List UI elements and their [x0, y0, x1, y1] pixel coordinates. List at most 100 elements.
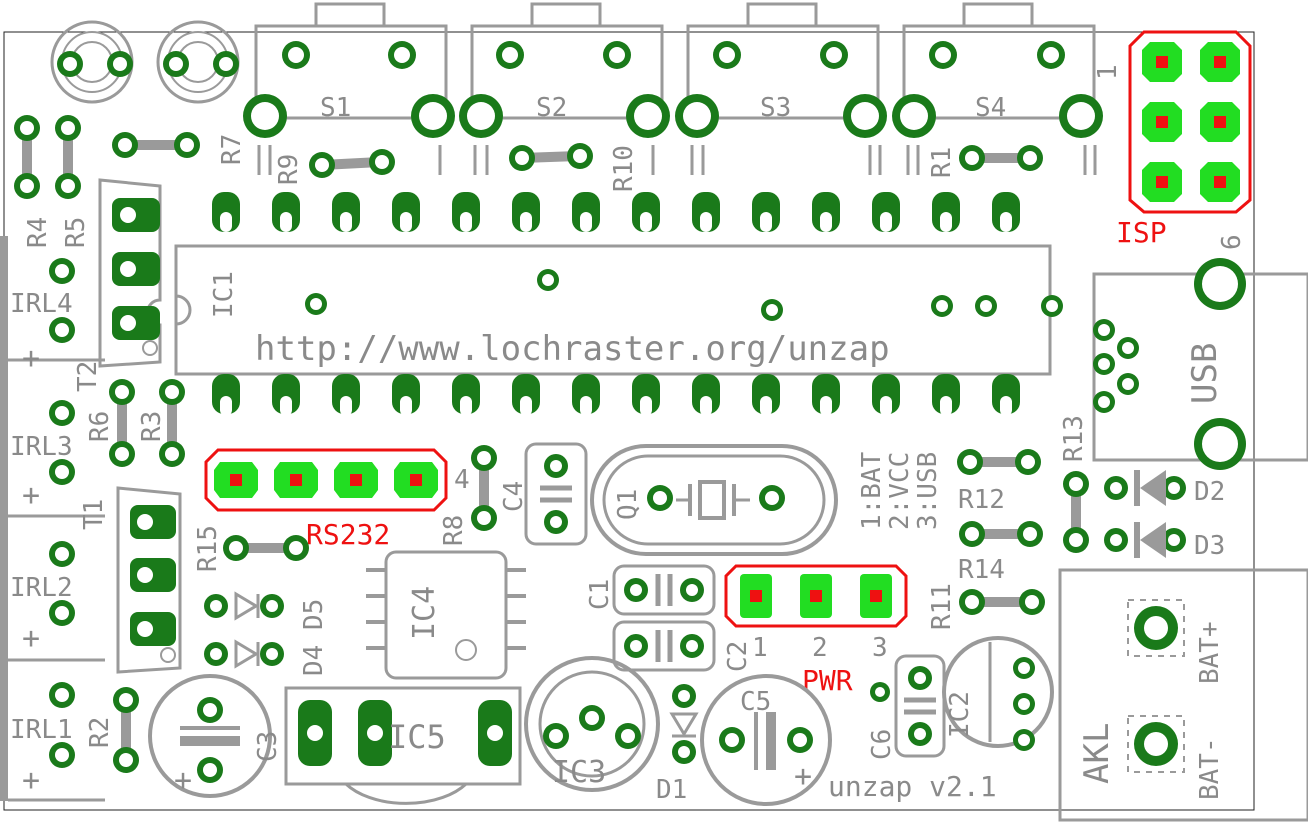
- svg-text:IRL4: IRL4: [10, 289, 73, 319]
- capacitor-c5: C5 +: [700, 674, 832, 806]
- svg-text:IC2: IC2: [945, 691, 975, 738]
- svg-text:D5: D5: [299, 599, 329, 630]
- resistor-r3: R3: [137, 379, 185, 467]
- svg-text:R2: R2: [85, 717, 115, 748]
- pwr-header: 1 2 3 PWR: [724, 564, 908, 697]
- svg-text:1:BAT: 1:BAT: [857, 451, 887, 530]
- svg-text:R10: R10: [609, 145, 639, 192]
- ic1-pin: [932, 374, 960, 416]
- svg-text:3:USB: 3:USB: [913, 452, 943, 530]
- rs232-pin: [274, 462, 318, 498]
- s2-label: S2: [536, 93, 567, 123]
- svg-text:D1: D1: [656, 775, 687, 805]
- svg-text:IRL2: IRL2: [10, 573, 73, 603]
- ic1: IC1 http://www.lochraster.org/unzap: [174, 192, 1063, 416]
- switch-s3: S3: [675, 2, 887, 138]
- svg-text:+: +: [22, 478, 40, 513]
- svg-text:C3: C3: [253, 731, 283, 762]
- diode-d5: D5: [204, 591, 329, 630]
- svg-text:IC4: IC4: [407, 586, 442, 640]
- capacitor-c3: + C3: [148, 674, 283, 798]
- rs232-pin: [394, 462, 438, 498]
- resistor-r13: R13: [1059, 415, 1089, 553]
- rs232-header: RS232 4: [204, 448, 470, 551]
- ic1-pin: [212, 192, 240, 232]
- svg-text:R9: R9: [274, 154, 304, 185]
- ic1-pin: [572, 374, 600, 416]
- ic1-pin: [632, 374, 660, 416]
- ic1-pin: [212, 374, 240, 416]
- board-author: AKL: [1077, 723, 1117, 784]
- capacitor-c6: C6: [867, 654, 946, 760]
- irled-irl3: IRL3 +: [10, 400, 75, 513]
- svg-text:R12: R12: [958, 485, 1005, 515]
- switch-s1: S1: [243, 2, 455, 138]
- crystal-q1: Q1: [590, 444, 838, 556]
- isp-header: ISP 1: [1093, 30, 1252, 249]
- switch-ticks: [257, 145, 1097, 175]
- ic4: IC4: [366, 550, 526, 680]
- rs232-pin: [214, 462, 258, 498]
- diode-d1: D1: [656, 684, 699, 805]
- svg-text:D3: D3: [1194, 531, 1225, 561]
- capacitor-c1: C1: [585, 564, 716, 616]
- resistor-r5: R5: [55, 115, 91, 248]
- svg-text:IRL1: IRL1: [10, 715, 73, 745]
- svg-text:2:VCC: 2:VCC: [885, 452, 915, 530]
- ic1-pin: [692, 192, 720, 232]
- svg-text:D4: D4: [299, 645, 329, 676]
- svg-text:+: +: [22, 621, 40, 656]
- switch-s4: S4: [892, 2, 1103, 138]
- ic2: IC2: [942, 636, 1054, 751]
- ic1-pin: [332, 192, 360, 232]
- irled-irl1: IRL1 +: [10, 682, 75, 798]
- ic1-pin: [992, 192, 1020, 232]
- ic1-pin: [692, 374, 720, 416]
- resistor-r14-lead: [959, 521, 1043, 547]
- ic1-pin: [812, 374, 840, 416]
- resistor-r4: R4: [14, 115, 53, 248]
- resistor-r2: R2: [85, 687, 139, 773]
- s1-label: S1: [320, 93, 351, 123]
- pwr-pin: [800, 574, 832, 618]
- ic1-pin: [452, 374, 480, 416]
- ic1-pin: [452, 192, 480, 232]
- resistor-r6: R6: [85, 379, 135, 467]
- ic3: IC3: [524, 656, 660, 792]
- resistor-r8: R8: [439, 445, 497, 546]
- svg-text:3: 3: [872, 633, 888, 663]
- diode-d3: D3: [1104, 522, 1225, 561]
- ic1-pin: [572, 192, 600, 232]
- svg-text:R15: R15: [193, 525, 223, 572]
- ic1-pin: [812, 192, 840, 232]
- board-name: unzap v2.1: [828, 770, 997, 803]
- resistor-r15: R15: [193, 525, 309, 572]
- svg-text:4: 4: [454, 465, 470, 495]
- svg-text:R7: R7: [217, 134, 247, 165]
- svg-text:R3: R3: [137, 411, 167, 442]
- resistor-r9: R9: [274, 149, 395, 185]
- led-top-second: [156, 20, 240, 104]
- svg-text:+: +: [794, 759, 812, 794]
- svg-text:R1: R1: [927, 147, 957, 178]
- svg-text:6: 6: [1217, 234, 1247, 250]
- svg-text:1: 1: [752, 633, 768, 663]
- irled-irl4: IRL4 +: [10, 258, 75, 376]
- svg-text:R4: R4: [23, 217, 53, 248]
- ic1-pin: [752, 374, 780, 416]
- svg-text:R6: R6: [85, 411, 115, 442]
- resistor-r10: R10: [509, 143, 639, 192]
- svg-text:T2: T2: [73, 361, 103, 392]
- svg-text:BAT-: BAT-: [1195, 737, 1225, 800]
- ic1-pin: [992, 374, 1020, 416]
- svg-text:1: 1: [1093, 64, 1123, 80]
- ic1-pin: [872, 192, 900, 232]
- battery-area: BAT+ BAT- AKL: [1058, 568, 1308, 822]
- resistor-r7: R7: [112, 132, 247, 165]
- svg-text:C1: C1: [585, 579, 615, 610]
- ic1-pin: [272, 192, 300, 232]
- svg-text:T1: T1: [79, 499, 109, 530]
- ic1-pin: [392, 374, 420, 416]
- ic1-pin: [632, 192, 660, 232]
- diode-d4: D4: [204, 639, 329, 676]
